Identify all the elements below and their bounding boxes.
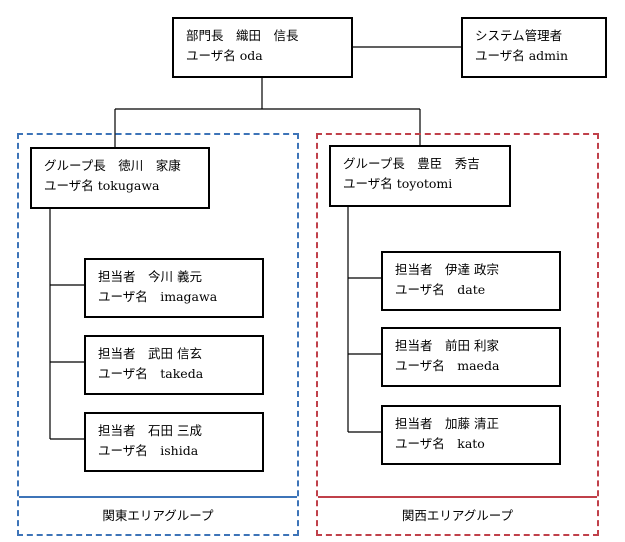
node-role-name: 部門長 織田 信長 [186, 28, 299, 43]
manager-node: 部門長 織田 信長 ユーザ名 oda [172, 17, 353, 78]
group-divider [19, 496, 297, 498]
node-role-name: 担当者 武田 信玄 [98, 346, 202, 361]
kansai-member-node: 担当者 伊達 政宗 ユーザ名 date [381, 251, 561, 311]
kansai-leader-node: グループ長 豊臣 秀吉 ユーザ名 toyotomi [329, 145, 511, 207]
group-frame-kansai: 関西エリアグループ [316, 133, 599, 536]
kansai-member-node: 担当者 加藤 清正 ユーザ名 kato [381, 405, 561, 465]
node-role-name: グループ長 豊臣 秀吉 [343, 156, 480, 171]
node-username: ユーザ名 date [395, 282, 486, 297]
group-divider [318, 496, 597, 498]
node-role-name: 担当者 前田 利家 [395, 338, 499, 353]
group-label-kanto: 関東エリアグループ [102, 508, 214, 523]
node-username: ユーザ名 kato [395, 436, 485, 451]
group-frame-kanto: 関東エリアグループ [17, 133, 299, 536]
node-role-name: 担当者 加藤 清正 [395, 416, 499, 431]
kansai-member-node: 担当者 前田 利家 ユーザ名 maeda [381, 327, 561, 387]
node-username: ユーザ名 admin [475, 48, 569, 63]
node-username: ユーザ名 imagawa [98, 289, 218, 304]
node-role-name: 担当者 伊達 政宗 [395, 262, 499, 277]
node-username: ユーザ名 maeda [395, 358, 500, 373]
node-role-name: 担当者 石田 三成 [98, 423, 202, 438]
kanto-member-node: 担当者 武田 信玄 ユーザ名 takeda [84, 335, 264, 395]
node-username: ユーザ名 toyotomi [343, 176, 453, 191]
node-role-name: システム管理者 [475, 28, 563, 43]
node-username: ユーザ名 oda [186, 48, 263, 63]
node-username: ユーザ名 tokugawa [44, 178, 160, 193]
node-role-name: グループ長 徳川 家康 [44, 158, 181, 173]
group-label-kansai: 関西エリアグループ [401, 508, 514, 523]
kanto-leader-node: グループ長 徳川 家康 ユーザ名 tokugawa [30, 147, 210, 209]
kanto-member-node: 担当者 今川 義元 ユーザ名 imagawa [84, 258, 264, 318]
node-username: ユーザ名 takeda [98, 366, 204, 381]
node-role-name: 担当者 今川 義元 [98, 269, 202, 284]
admin-node: システム管理者 ユーザ名 admin [461, 17, 607, 78]
node-username: ユーザ名 ishida [98, 443, 199, 458]
kanto-member-node: 担当者 石田 三成 ユーザ名 ishida [84, 412, 264, 472]
